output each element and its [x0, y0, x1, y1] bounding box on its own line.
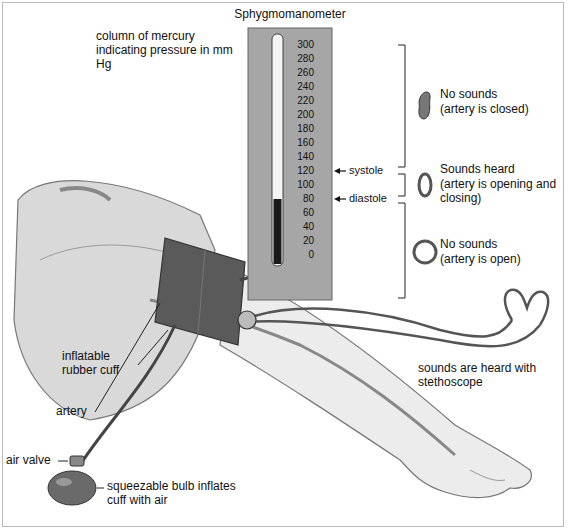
scale-number: 200	[286, 109, 314, 121]
hand-crease	[470, 470, 505, 481]
artery-open-icon	[414, 241, 436, 263]
forearm	[220, 268, 531, 498]
scale-number: 20	[286, 235, 314, 247]
scale-number: 260	[286, 67, 314, 79]
bracket	[398, 203, 405, 298]
bracket	[398, 45, 405, 167]
scale-number: 100	[286, 179, 314, 191]
part-label: artery	[56, 405, 106, 419]
scale-number: 0	[286, 249, 314, 261]
scale-number: 80	[286, 193, 314, 205]
chest-piece	[238, 311, 256, 329]
leader-line	[138, 330, 168, 365]
scale-number: 60	[286, 207, 314, 219]
sound-note: (artery is opening and closing)	[440, 178, 562, 206]
squeeze-bulb	[48, 471, 96, 505]
ear-pieces	[505, 290, 548, 325]
artery-half-open-icon	[419, 174, 431, 196]
sound-note: (artery is open)	[440, 253, 562, 267]
bracket	[398, 174, 405, 196]
part-label: sounds are heard with stethoscope	[418, 362, 558, 390]
pressure-label: systole	[349, 164, 401, 177]
leader-line	[97, 488, 104, 489]
scale-number: 120	[286, 165, 314, 177]
sleeve-strap	[60, 188, 110, 200]
inflatable-cuff	[155, 238, 245, 345]
scale-number: 300	[286, 39, 314, 51]
gauge-panel	[248, 28, 332, 300]
sound-label: Sounds heard	[440, 163, 562, 177]
cuff-seam	[198, 250, 205, 334]
part-label: air valve	[6, 454, 58, 468]
mercury-tube	[272, 34, 283, 266]
scale-number: 160	[286, 137, 314, 149]
stethoscope-tube	[248, 321, 540, 346]
bulb-tube	[82, 325, 175, 462]
arrow-head	[334, 168, 340, 174]
sound-label: No sounds	[440, 88, 562, 102]
artery-closed-icon	[419, 92, 430, 119]
pressure-label: diastole	[349, 192, 401, 205]
sound-note: (artery is closed)	[440, 103, 562, 117]
sound-label: No sounds	[440, 238, 562, 252]
scale-number: 140	[286, 151, 314, 163]
mercury-column	[274, 199, 282, 264]
scale-number: 280	[286, 53, 314, 65]
part-label: squeezable bulb inflates cuff with air	[107, 480, 237, 508]
scale-number: 220	[286, 95, 314, 107]
gauge-label: column of mercury indicating pressure in…	[96, 30, 236, 71]
leader-line	[58, 461, 68, 462]
air-valve	[70, 456, 84, 466]
arrow-head	[334, 196, 340, 202]
scale-number: 180	[286, 123, 314, 135]
gauge-title: Sphygmomanometer	[220, 8, 360, 22]
scale-number: 240	[286, 81, 314, 93]
bulb-highlight	[56, 478, 72, 486]
scale-number: 40	[286, 221, 314, 233]
part-label: inflatable rubber cuff	[62, 350, 140, 378]
